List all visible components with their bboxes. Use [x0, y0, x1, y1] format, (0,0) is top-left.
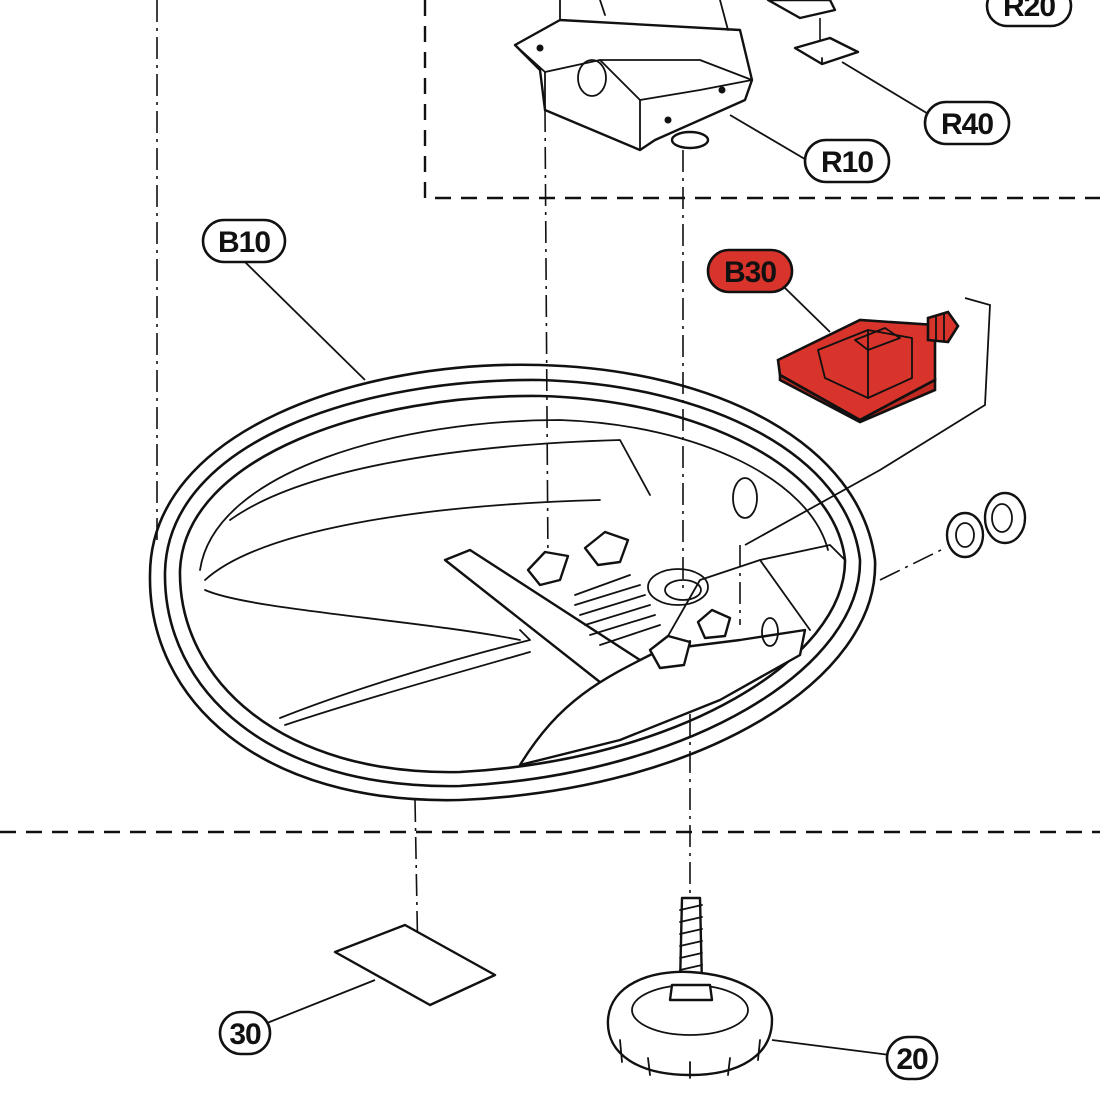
- alignment-lines: [414, 109, 741, 966]
- leader-r40: [841, 61, 931, 116]
- label-sheet-icon: [333, 923, 497, 1007]
- leader-b30: [784, 287, 831, 333]
- callout-b30-badge: [706, 248, 794, 294]
- callout-20-text: 20: [896, 1043, 928, 1076]
- leader-30: [261, 979, 376, 1026]
- callout-r10-text: R10: [821, 146, 873, 179]
- callout-b10-text: B10: [218, 226, 270, 259]
- leader-b10: [244, 261, 366, 381]
- base-ring-icon: [148, 363, 877, 802]
- callout-b30: B30: [706, 248, 794, 294]
- leader-r10: [729, 114, 816, 166]
- bracket-housing-icon: [513, 0, 754, 152]
- upper-assembly-boundary: [423, 0, 1100, 200]
- callout-r10: R10: [803, 138, 891, 184]
- pad-icon: [766, 0, 860, 66]
- leader-lines: [244, 61, 931, 1056]
- callout-r40: R40: [923, 100, 1011, 146]
- knob-with-screw-icon: [606, 896, 774, 1079]
- callout-30-text: 30: [229, 1018, 261, 1051]
- callout-20: 20: [885, 1035, 939, 1081]
- callout-30: 30: [218, 1010, 272, 1056]
- valve-part-icon: [744, 297, 991, 546]
- callout-r20-text: R20: [1003, 0, 1055, 23]
- callout-r40-text: R40: [941, 108, 993, 141]
- leader-20: [771, 1039, 891, 1056]
- assembly-boundaries: [0, 0, 1100, 834]
- callout-r20: R20: [985, 0, 1073, 28]
- washer-pair-icon: [879, 491, 1027, 581]
- callout-b10: B10: [201, 218, 287, 264]
- callout-b30-text: B30: [724, 256, 776, 289]
